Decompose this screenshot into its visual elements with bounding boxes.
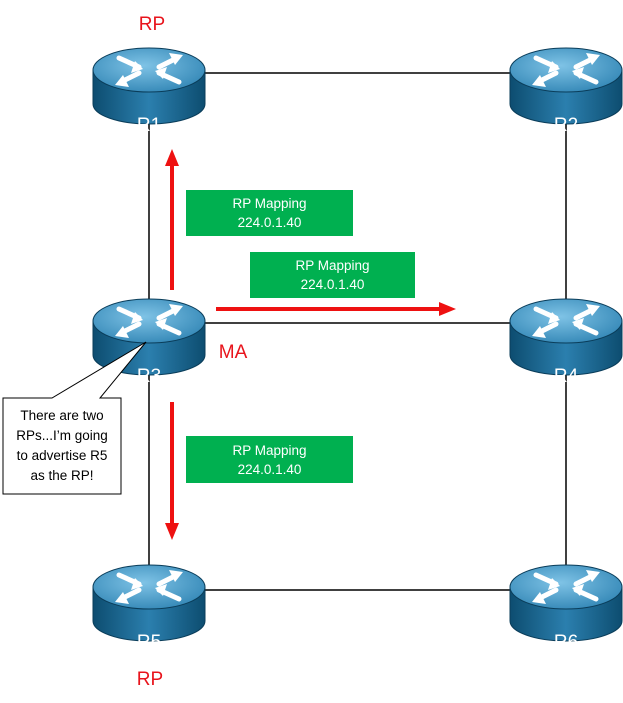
callout-line: RPs...I’m going — [16, 428, 108, 443]
router-r3: R3 — [93, 299, 205, 387]
arrow-up-to-r1 — [165, 149, 179, 290]
message-title: RP Mapping — [232, 196, 307, 211]
router-label: R4 — [554, 366, 579, 387]
router-r5: R5 — [93, 565, 205, 653]
role-label-r3: MA — [219, 342, 248, 363]
rp-mapping-message-down: RP Mapping 224.0.1.40 — [186, 436, 353, 483]
arrow-right-to-r4 — [216, 302, 456, 316]
callout-line: to advertise R5 — [16, 448, 108, 463]
callout-line: as the RP! — [30, 468, 94, 483]
callout-line: There are two — [20, 408, 104, 423]
callout-text: There are two RPs...I’m going to adverti… — [3, 398, 121, 494]
router-label: R6 — [554, 632, 578, 653]
router-label: R1 — [137, 115, 161, 136]
role-label-r5: RP — [137, 669, 163, 690]
speech-bubble — [2, 341, 147, 495]
role-label-r1: RP — [139, 14, 165, 35]
router-r2: R2 — [510, 48, 622, 136]
router-r4: R4 — [510, 299, 622, 387]
network-links — [148, 72, 567, 591]
router-label: R3 — [137, 366, 161, 387]
message-title: RP Mapping — [295, 258, 370, 273]
rp-mapping-message-up: RP Mapping 224.0.1.40 — [186, 190, 353, 236]
message-title: RP Mapping — [232, 442, 307, 458]
message-address: 224.0.1.40 — [300, 277, 365, 292]
message-address: 224.0.1.40 — [237, 215, 302, 230]
message-address: 224.0.1.40 — [237, 461, 302, 477]
router-label: R5 — [137, 632, 161, 653]
rp-mapping-message-right: RP Mapping 224.0.1.40 — [250, 252, 415, 298]
router-r1: R1 — [93, 48, 205, 136]
arrow-down-to-r5 — [165, 402, 179, 540]
router-label: R2 — [554, 115, 578, 136]
router-r6: R6 — [510, 565, 622, 653]
